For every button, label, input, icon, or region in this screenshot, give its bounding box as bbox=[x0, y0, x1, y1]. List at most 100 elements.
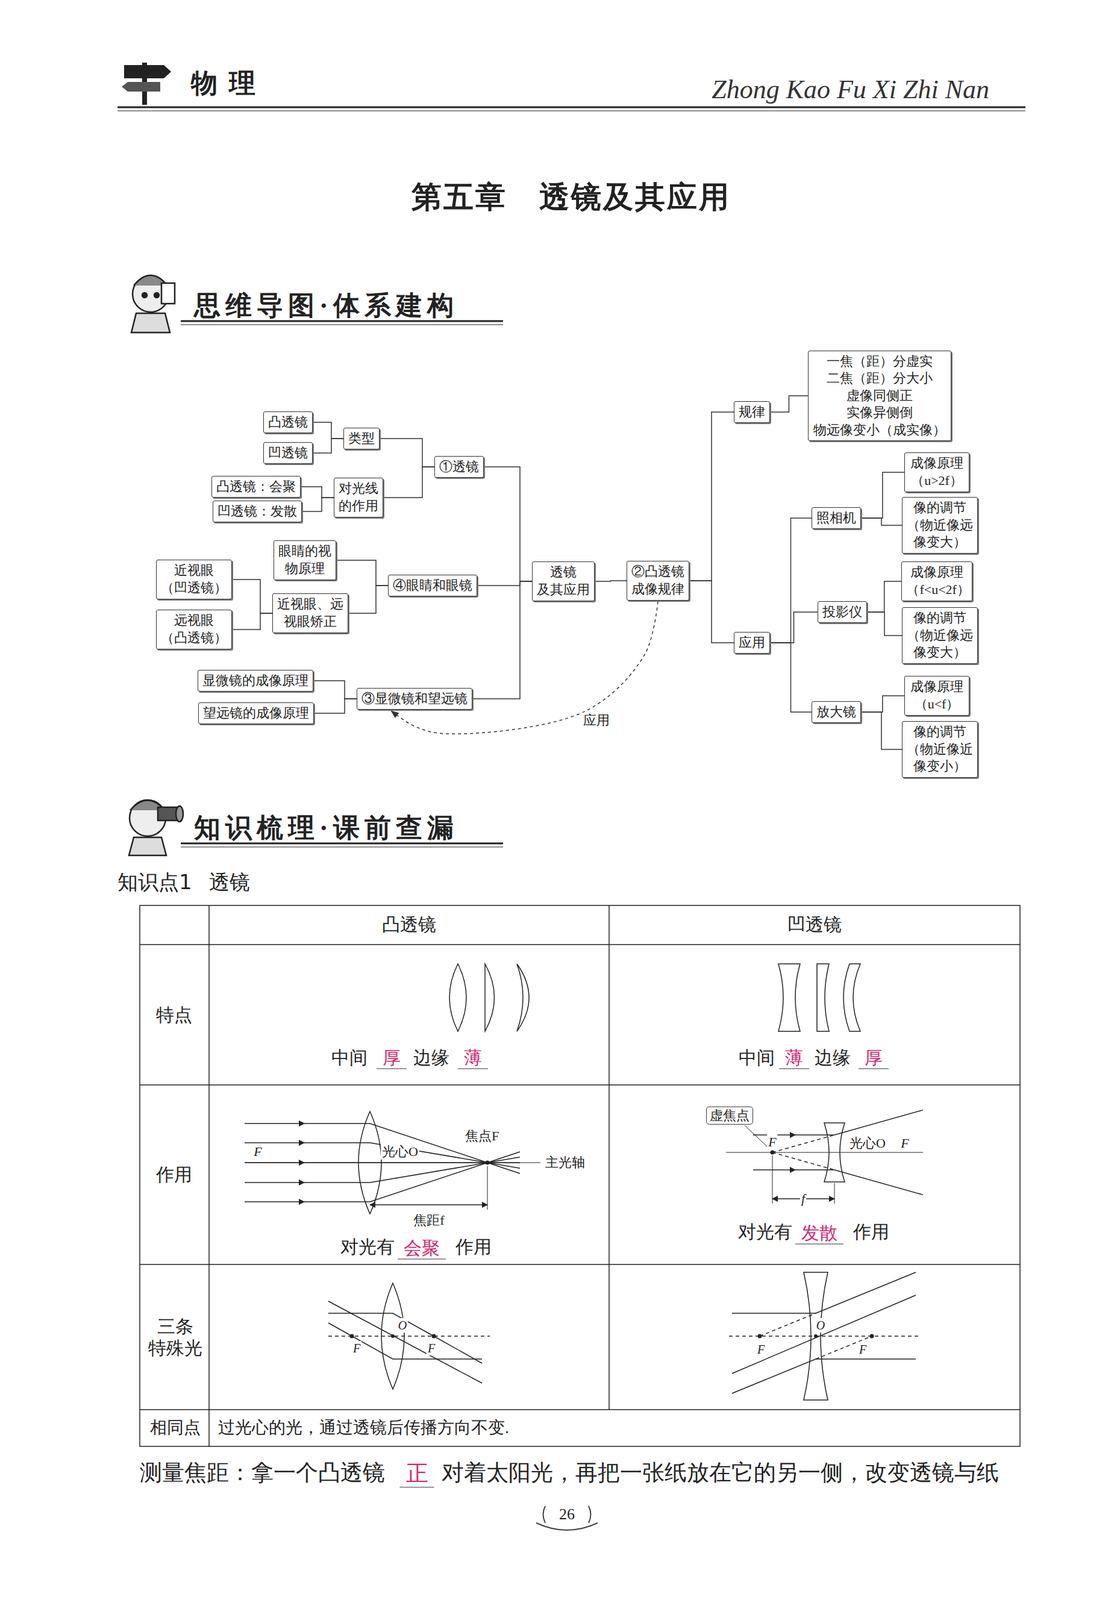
label-text: 特点 bbox=[156, 1004, 193, 1027]
connector-line bbox=[860, 518, 902, 526]
mind-map-box: 对光线 的作用 bbox=[333, 477, 384, 517]
connector-line bbox=[594, 580, 627, 582]
box-text: 凹透镜 bbox=[268, 444, 308, 463]
page-number-ornament bbox=[543, 1506, 546, 1524]
answer-blank: 会聚 bbox=[397, 1237, 446, 1260]
connector-line bbox=[769, 612, 818, 643]
box-text: ②凸透镜 成像规律 bbox=[631, 563, 685, 598]
light-ray bbox=[244, 1201, 305, 1203]
box-text: 近视眼、远 视眼矫正 bbox=[277, 595, 344, 631]
light-ray bbox=[729, 1335, 919, 1337]
box-text: 凸透镜：会聚 bbox=[216, 478, 296, 496]
light-ray bbox=[795, 1170, 924, 1195]
section-heading: 思维导图·体系建构 bbox=[193, 290, 459, 323]
label-text: F bbox=[756, 1342, 766, 1357]
box-text: ①透镜 bbox=[439, 458, 479, 476]
box-text: 规律 bbox=[738, 403, 766, 422]
box-text: 透镜 及其应用 bbox=[536, 563, 590, 599]
label-text: 相同点 bbox=[150, 1417, 201, 1439]
connector-line bbox=[866, 581, 902, 613]
connector-line bbox=[769, 395, 808, 413]
header-rule bbox=[117, 107, 1026, 111]
label-text: 物 理 bbox=[190, 68, 258, 101]
header-rule bbox=[117, 106, 1026, 109]
table-grid bbox=[139, 944, 1021, 946]
label-text: O bbox=[815, 1318, 827, 1333]
label-text: 过光心的光，通过透镜后传播方向不变. bbox=[218, 1417, 510, 1439]
box-text: 像的调节 （物近像近 像变小） bbox=[906, 723, 974, 776]
mind-map-box: ④眼睛和眼镜 bbox=[387, 574, 478, 598]
light-ray bbox=[772, 1155, 773, 1204]
connector-line bbox=[312, 438, 344, 454]
mind-map-box: 放大镜 bbox=[811, 701, 861, 724]
mind-map-box: 凹透镜 bbox=[263, 442, 313, 465]
box-text: 近视眼 （凹透镜） bbox=[160, 562, 228, 597]
cartoon-icon bbox=[142, 292, 148, 298]
light-ray bbox=[725, 1152, 924, 1154]
lens-shapes bbox=[516, 963, 529, 1032]
light-ray bbox=[244, 1110, 924, 1394]
light-ray bbox=[744, 1125, 770, 1149]
heading-underline bbox=[180, 842, 504, 845]
table-grid bbox=[139, 1084, 1021, 1086]
mind-map-box: 像的调节 （物近像远 像变大） bbox=[901, 607, 978, 664]
focus-dot bbox=[869, 1334, 875, 1339]
label-text: 知识点1 透镜 bbox=[117, 869, 251, 895]
box-text: 投影仪 bbox=[822, 603, 863, 622]
mind-map-box: 投影仪 bbox=[817, 601, 867, 624]
mind-map-box: 应用 bbox=[733, 632, 770, 655]
label-text: F bbox=[766, 1134, 778, 1151]
box-text: 远视眼 （凸透镜） bbox=[160, 612, 228, 647]
light-ray bbox=[328, 1313, 482, 1364]
connector-line bbox=[860, 712, 902, 750]
focus-dot bbox=[757, 1334, 763, 1339]
light-ray bbox=[732, 1295, 916, 1374]
mind-map-box: 凸透镜：会聚 bbox=[211, 475, 301, 499]
label-text: 三条 特殊光 bbox=[145, 1315, 206, 1360]
connector-line bbox=[313, 698, 357, 714]
box-text: 望远镜的成像原理 bbox=[203, 704, 310, 723]
mind-map-box: ②凸透镜 成像规律 bbox=[626, 560, 690, 601]
mind-map-box: 成像原理 （f<u<2f） bbox=[901, 561, 972, 601]
page-number-ornament bbox=[536, 1523, 598, 1531]
light-ray bbox=[244, 1123, 305, 1125]
connector-line bbox=[336, 560, 388, 586]
mind-map-box: 远视眼 （凸透镜） bbox=[156, 609, 232, 649]
lens-shapes bbox=[358, 963, 861, 1401]
box-text: 像的调节 （物近像远 像变大） bbox=[906, 609, 974, 662]
label-text: F bbox=[426, 1341, 437, 1356]
cartoon-icon bbox=[131, 313, 170, 333]
table-grid bbox=[139, 1264, 1021, 1266]
label-text: F bbox=[899, 1135, 910, 1152]
answer-blank: 厚 bbox=[376, 1047, 407, 1070]
box-text: 类型 bbox=[348, 430, 375, 448]
cartoon-icon bbox=[161, 283, 175, 304]
connector-line bbox=[472, 581, 532, 699]
heading-underline bbox=[180, 324, 504, 326]
signpost-icon bbox=[121, 81, 161, 92]
light-ray bbox=[304, 1142, 520, 1169]
mind-map-box: 成像原理 （u<f） bbox=[904, 675, 970, 716]
box-text: 一焦（距）分虚实 二焦（距）分大小 虚像同侧正 实像异侧倒 物远像变小（成实像） bbox=[812, 353, 947, 440]
connector-line bbox=[483, 466, 532, 582]
label-text: F bbox=[252, 1144, 263, 1160]
label-text: 光心O bbox=[380, 1144, 420, 1160]
box-text: 显微镜的成像原理 bbox=[202, 672, 309, 690]
label-text: F bbox=[857, 1342, 868, 1357]
box-text: 放大镜 bbox=[816, 703, 857, 722]
mind-map-box: ①透镜 bbox=[434, 456, 484, 479]
label-text: 焦点F bbox=[463, 1128, 501, 1145]
focus-dot bbox=[350, 1150, 875, 1339]
light-ray bbox=[244, 1162, 305, 1164]
mind-map-box: 透镜 及其应用 bbox=[531, 561, 595, 601]
light-ray bbox=[834, 1183, 836, 1204]
lens-shapes bbox=[449, 963, 467, 1032]
connector-line bbox=[313, 680, 357, 699]
label-text: Zhong Kao Fu Xi Zhi Nan bbox=[711, 74, 990, 107]
light-ray bbox=[772, 1135, 835, 1153]
mind-map-box: 近视眼、远 视眼矫正 bbox=[272, 593, 349, 633]
label-text: 主光轴 bbox=[544, 1154, 587, 1171]
